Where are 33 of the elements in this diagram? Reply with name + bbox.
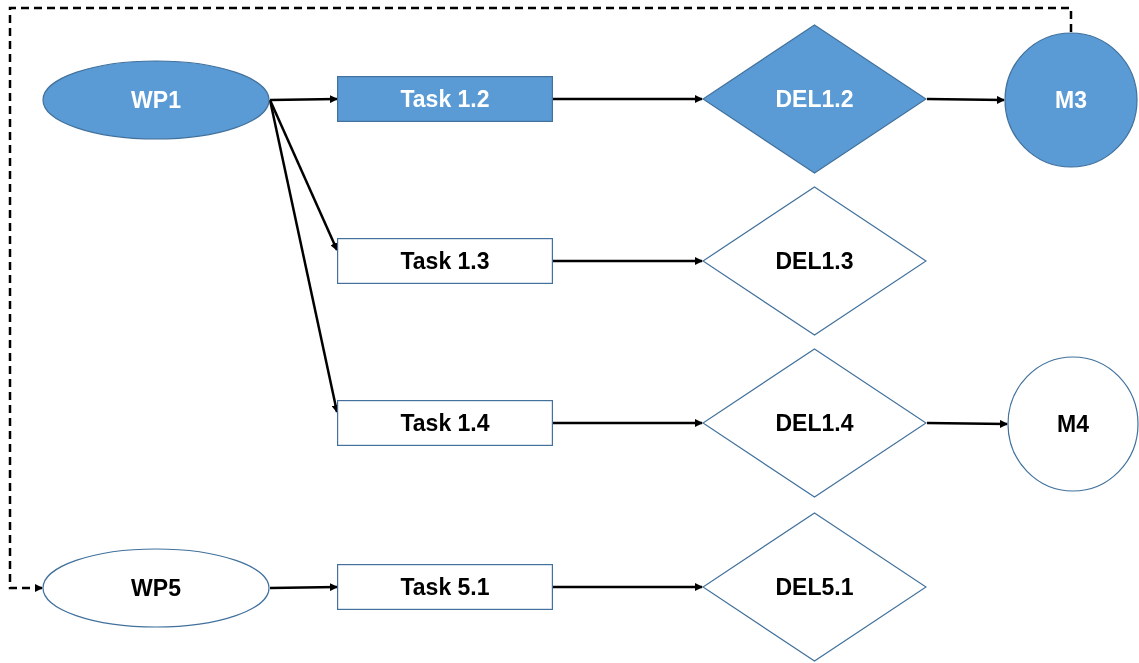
arrow [270,583,338,592]
ellipse-node [42,60,270,140]
node-label: DEL5.1 [775,572,854,602]
node-label: Task 1.4 [400,408,490,438]
node-label: WP1 [131,85,181,115]
node-label: DEL1.3 [775,246,854,276]
decision-diamond [702,24,927,174]
process-box [337,564,553,610]
arrow [927,95,1005,104]
decision-diamond [702,348,927,498]
node-label: DEL1.2 [775,84,854,114]
process-box [337,76,553,122]
node-label: DEL1.4 [775,408,854,438]
arrow [553,419,703,427]
node-label: WP5 [131,573,181,603]
node-label: Task 5.1 [400,572,490,602]
ellipse-node [42,548,270,628]
process-box [337,238,553,284]
node-label: M3 [1055,85,1087,115]
node-label: Task 1.2 [400,84,490,114]
arrow [553,583,703,591]
arrow [270,95,338,104]
arrow [553,95,703,103]
decision-diamond [702,512,927,662]
milestone-circle [1004,32,1138,168]
arrow [8,6,1073,592]
arrow [553,257,703,265]
node-label: Task 1.3 [400,246,490,276]
milestone-circle [1007,356,1139,492]
process-box [337,400,553,446]
node-label: M4 [1057,409,1089,439]
arrow [927,419,1008,428]
decision-diamond [702,186,927,336]
